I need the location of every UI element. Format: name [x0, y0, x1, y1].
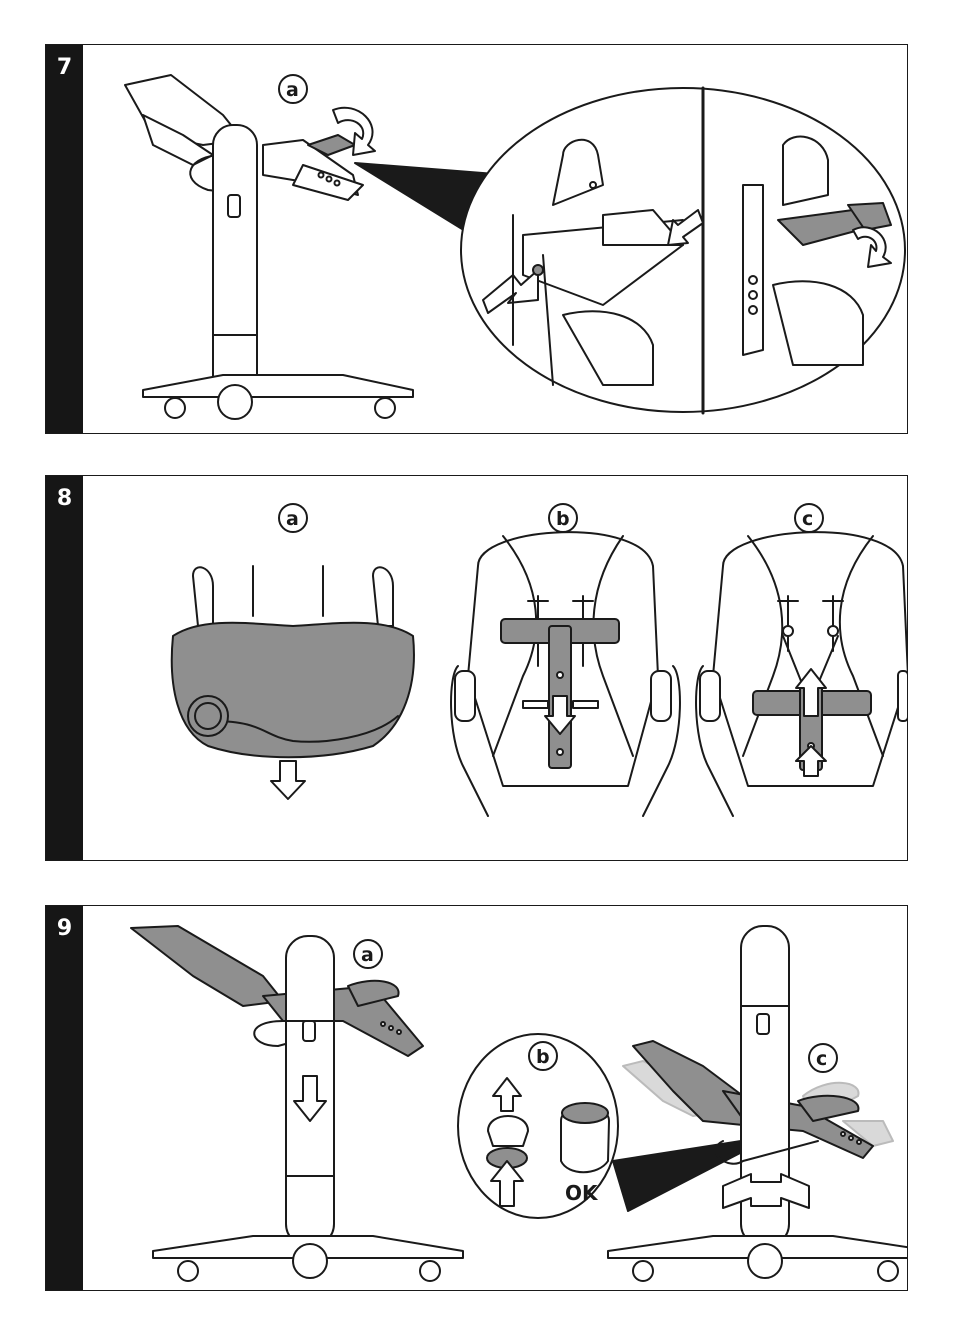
step-8-panel: 8	[45, 475, 908, 861]
step-9-illustration: a b c OK	[83, 906, 908, 1290]
wheel-right	[375, 398, 395, 418]
down-arrow-icon	[271, 761, 305, 799]
step-8-label-a: a	[286, 508, 299, 530]
step-number-bar: 8	[46, 476, 83, 860]
ok-label: OK	[565, 1181, 599, 1205]
step-number-bar: 9	[46, 906, 83, 1290]
step-7-label-a: a	[286, 79, 299, 101]
wheel-left	[165, 398, 185, 418]
height-lever	[228, 195, 240, 217]
step-number-bar: 7	[46, 45, 83, 433]
seat-folded	[131, 926, 283, 1006]
step-number: 7	[46, 55, 83, 80]
step-9-panel: 9	[45, 905, 908, 1291]
step-9-label-c: c	[816, 1048, 827, 1070]
locked-button	[562, 1103, 608, 1123]
tray	[172, 623, 414, 758]
step-8-illustration: a b c	[83, 476, 908, 860]
wheel-center	[218, 385, 252, 419]
step-7-panel: 7	[45, 44, 908, 434]
step-7-illustration: a	[83, 45, 908, 433]
step-number: 8	[46, 486, 83, 511]
step-9-label-b: b	[536, 1046, 550, 1068]
step-8-label-c: c	[802, 508, 813, 530]
step-number: 9	[46, 916, 83, 941]
step-8-label-b: b	[556, 508, 570, 530]
step-9-label-a: a	[361, 944, 374, 966]
base	[143, 375, 413, 397]
